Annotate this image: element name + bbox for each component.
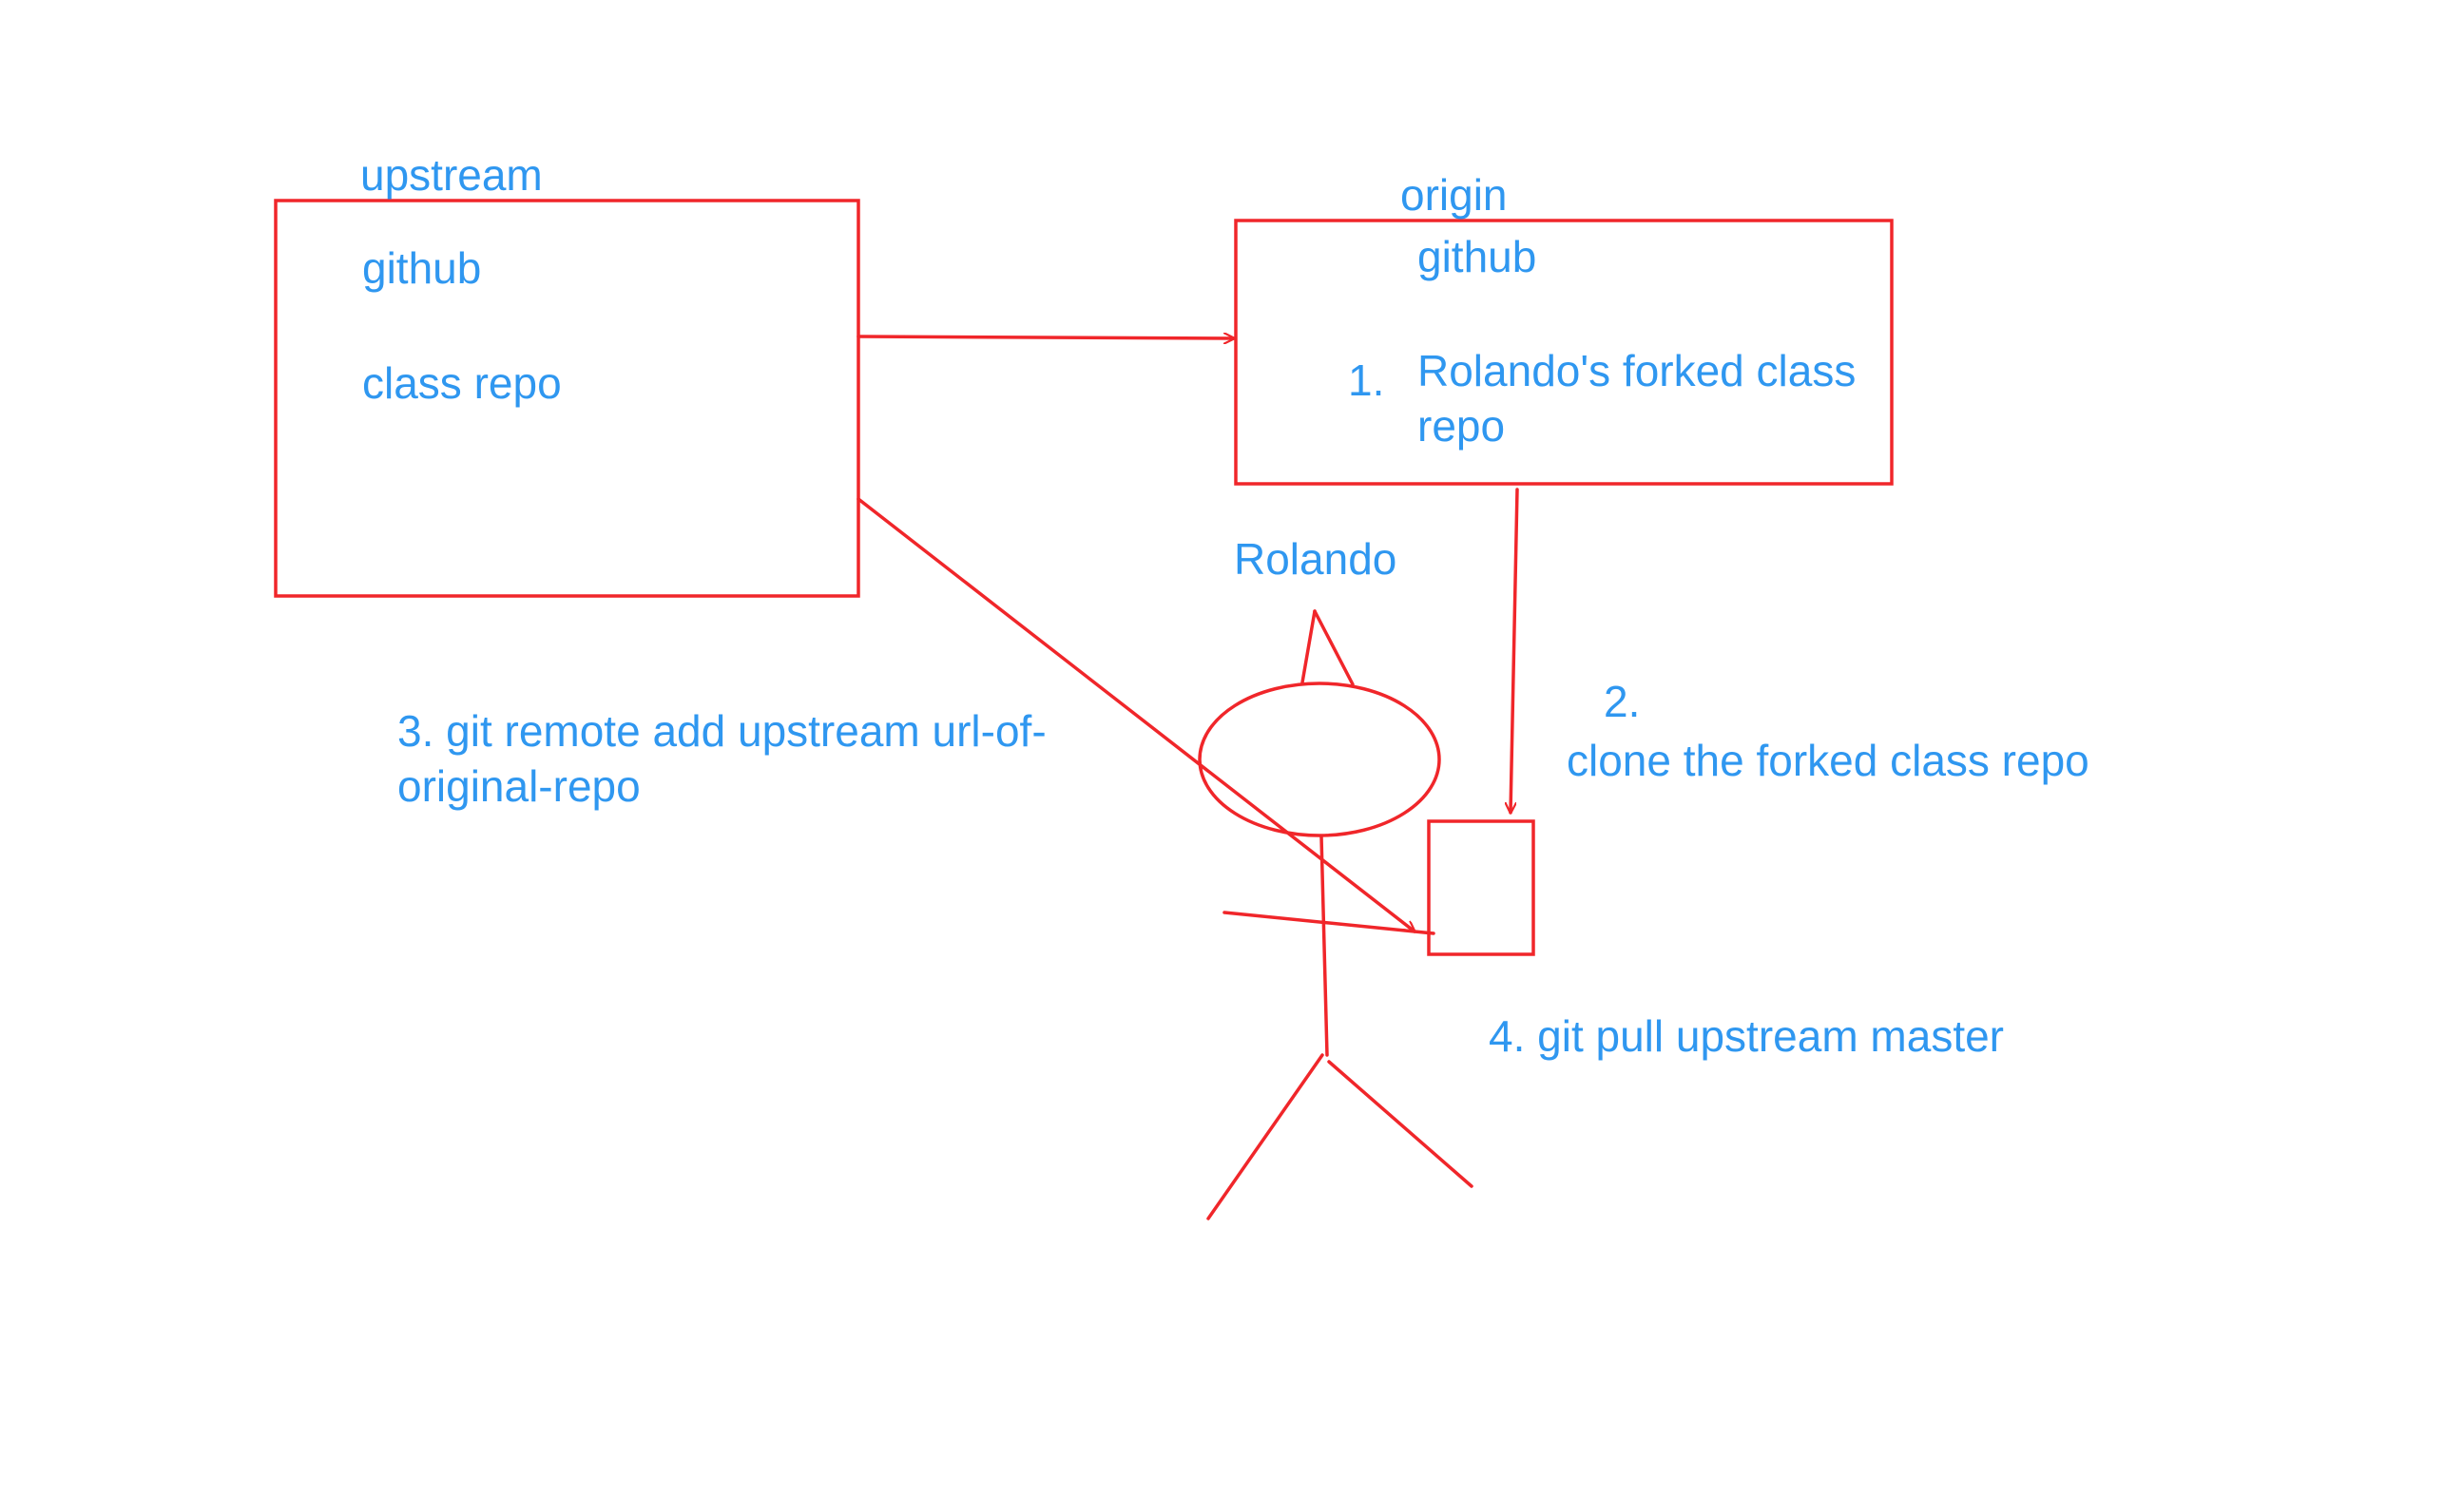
- step1-number: 1.: [1348, 355, 1385, 405]
- step4-text: 4. git pull upstream master: [1489, 1011, 2005, 1061]
- hair-strand-right: [1313, 609, 1355, 686]
- origin-repo-box: [1234, 219, 1894, 486]
- rolando-label: Rolando: [1234, 534, 1397, 584]
- upstream-github-text: github: [362, 243, 482, 293]
- upstream-repo-box: [274, 199, 860, 598]
- step1-text: Rolando's forked class repo: [1417, 346, 1857, 451]
- clone-arrow: [1511, 488, 1519, 815]
- fork-arrow: [857, 336, 1236, 338]
- step2-number: 2.: [1604, 677, 1641, 726]
- arm: [1222, 911, 1435, 935]
- step2-text: clone the forked class repo: [1567, 736, 2089, 785]
- head: [1198, 682, 1441, 837]
- rolando-stick-figure: [1198, 609, 1473, 1220]
- upstream-label: upstream: [360, 150, 543, 200]
- step3-text: 3. git remote add upstream url-of-origin…: [397, 706, 1047, 811]
- right-leg: [1327, 1060, 1473, 1188]
- left-leg: [1206, 1053, 1324, 1220]
- upstream-class-repo-text: class repo: [362, 358, 562, 408]
- body: [1319, 835, 1329, 1057]
- origin-github-text: github: [1417, 232, 1537, 281]
- local-repo-box: [1427, 819, 1535, 956]
- hair-strand-left: [1300, 609, 1317, 684]
- origin-label: origin: [1400, 170, 1508, 220]
